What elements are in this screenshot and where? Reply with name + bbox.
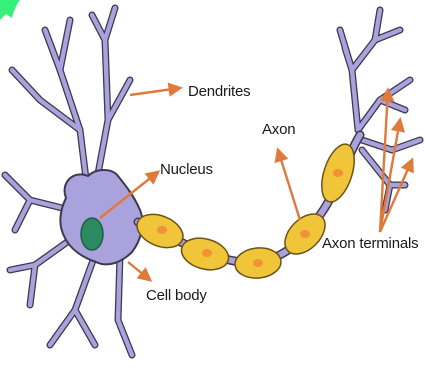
label-cell-body: Cell body — [146, 287, 207, 304]
label-nucleus: Nucleus — [160, 161, 213, 178]
nucleus — [81, 218, 103, 250]
axon-arrow-icon — [278, 150, 300, 220]
axon — [132, 135, 360, 280]
myelin-node — [333, 169, 343, 177]
label-axon: Axon — [262, 121, 295, 138]
label-axon-terminals: Axon terminals — [322, 235, 418, 252]
cell-body-arrow-icon — [128, 262, 150, 280]
axon-terminals — [340, 10, 420, 210]
dendrites-arrow-icon — [130, 88, 180, 95]
myelin-node — [253, 259, 263, 267]
myelin-node — [202, 249, 212, 257]
corner-accent — [0, 0, 20, 20]
label-dendrites: Dendrites — [188, 83, 250, 100]
myelin-node — [300, 230, 310, 238]
myelin-node — [157, 226, 167, 234]
